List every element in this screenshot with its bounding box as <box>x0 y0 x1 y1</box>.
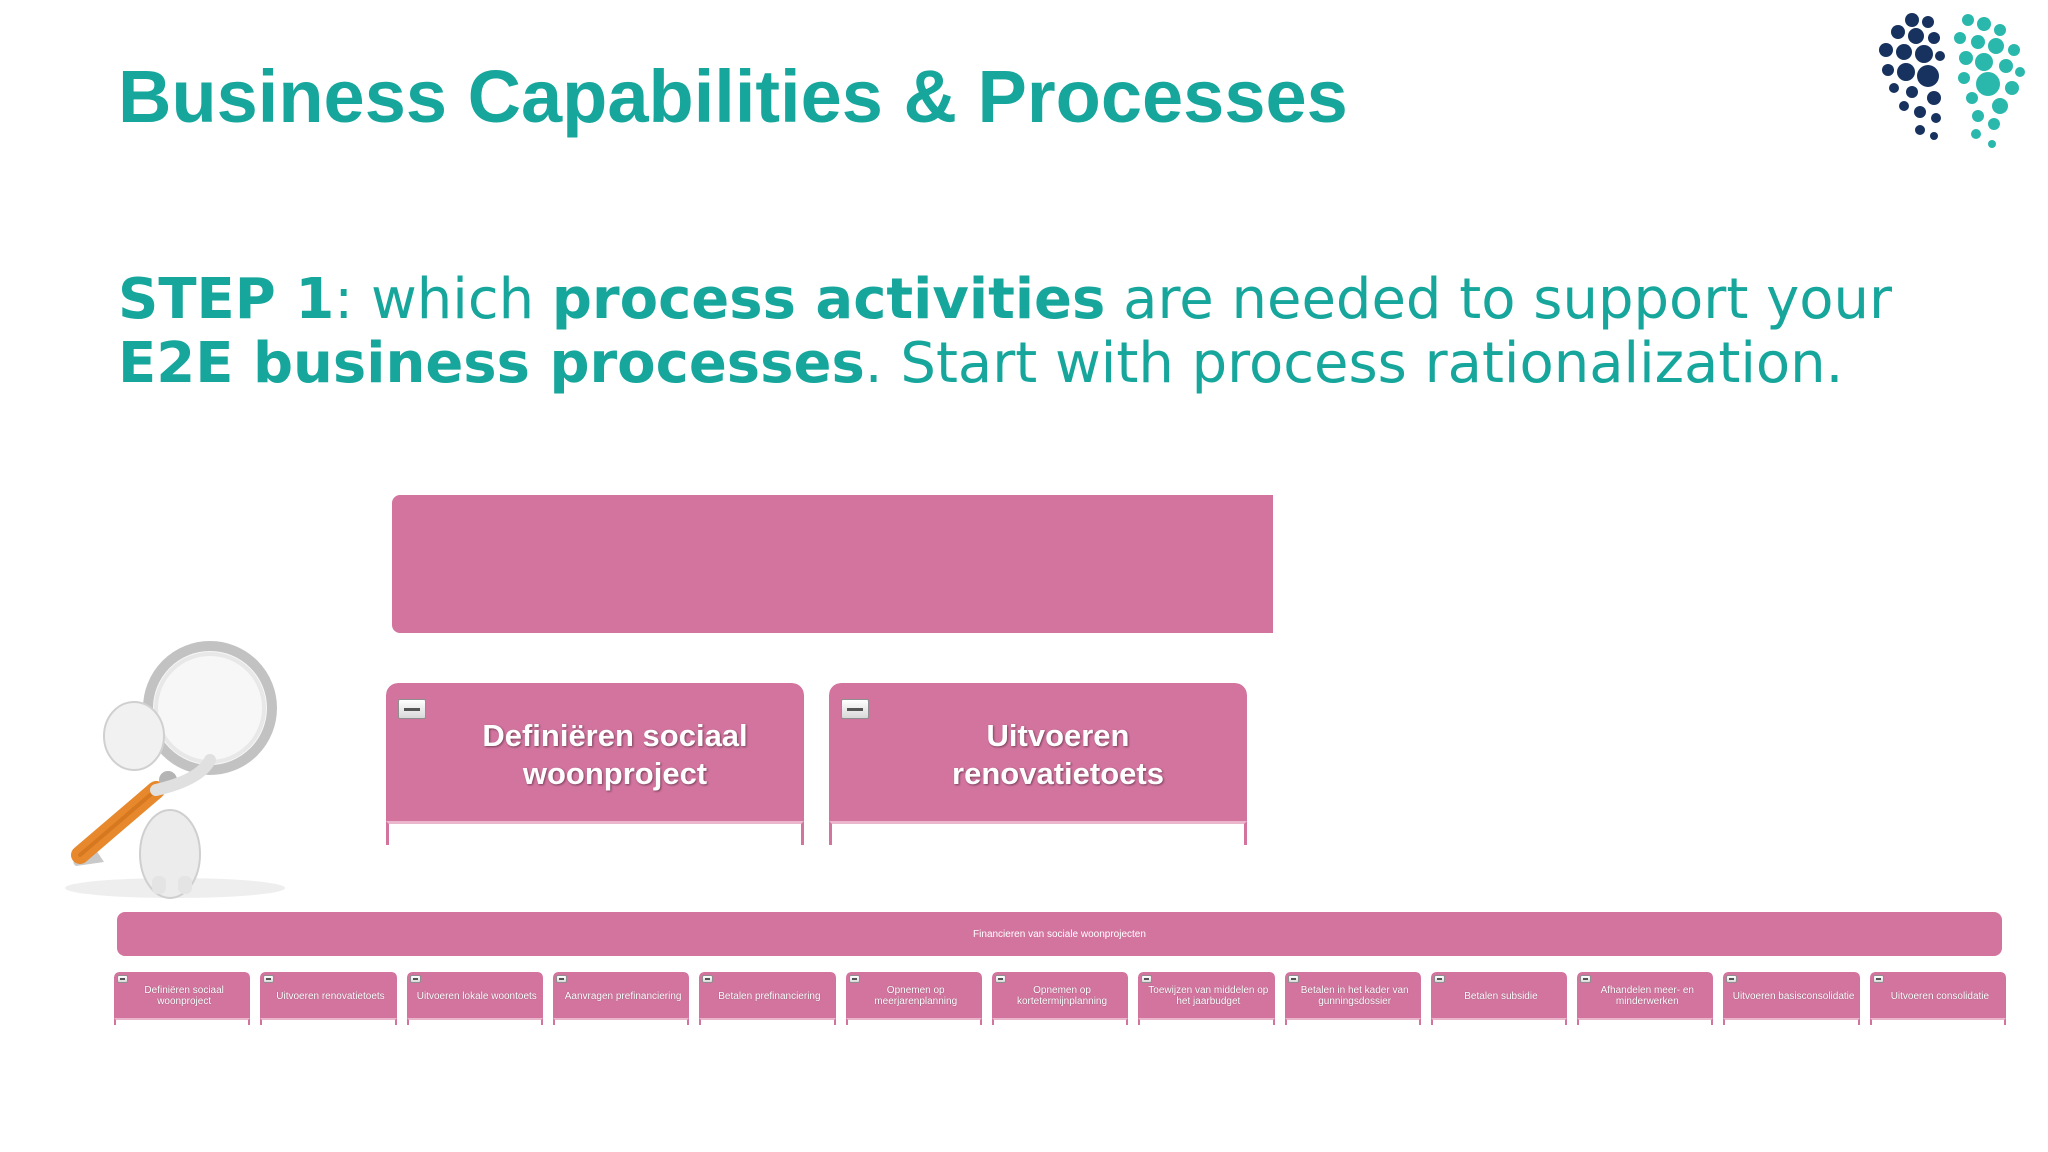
activity-label: Betalen prefinanciering <box>718 990 821 1002</box>
zoom-card-label: Uitvoeren renovatietoets <box>952 718 1164 791</box>
card-bottom <box>406 1018 543 1025</box>
activity-label: Aanvragen prefinanciering <box>564 990 682 1002</box>
activity-label: Betalen subsidie <box>1464 990 1538 1002</box>
card-band <box>406 972 543 1018</box>
activity-label: Uitvoeren basisconsolidatie <box>1732 990 1855 1002</box>
activity-label: Definiëren sociaal woonproject <box>144 985 224 1007</box>
card-bottom <box>1138 1018 1275 1025</box>
collapse-icon[interactable] <box>263 975 275 983</box>
activity-label: Afhandelen meer- en minderwerken <box>1600 985 1694 1007</box>
card-bottom <box>114 1018 251 1025</box>
card-bottom <box>260 1018 397 1025</box>
activity-label: Uitvoeren consolidatie <box>1890 990 1990 1002</box>
step-line-1: STEP 1: which process activities are nee… <box>118 268 1892 332</box>
activity-card[interactable]: Uitvoeren basisconsolidatie <box>1723 972 1860 1025</box>
zoom-card-renovatietoets: Uitvoeren renovatietoets <box>829 683 1247 845</box>
parent-process-label: Financieren van sociale woonprojecten <box>973 928 1146 940</box>
card-bottom <box>386 821 804 845</box>
step-line-2: E2E business processes. Start with proce… <box>118 332 1892 396</box>
slide-title: Business Capabilities & Processes <box>118 55 1348 138</box>
activity-card[interactable]: Betalen subsidie <box>1430 972 1568 1025</box>
step-1-text: STEP 1: which process activities are nee… <box>118 268 1892 396</box>
step-bold-1: process activities <box>551 267 1106 332</box>
card-bottom <box>699 1018 836 1025</box>
step-bold-2: E2E business processes <box>118 331 865 396</box>
collapse-icon[interactable] <box>848 975 860 983</box>
step-text-3: . Start with process rationalization. <box>864 331 1844 396</box>
activity-card[interactable]: Opnemen op meerjarenplanning <box>845 972 982 1025</box>
collapse-icon[interactable] <box>1433 975 1445 983</box>
card-band <box>845 972 982 1018</box>
card-band <box>991 972 1129 1018</box>
collapse-icon[interactable] <box>409 975 421 983</box>
activity-card[interactable]: Uitvoeren renovatietoets <box>260 972 397 1025</box>
card-band <box>260 972 397 1018</box>
activity-card[interactable]: Definiëren sociaal woonproject <box>114 972 251 1025</box>
collapse-icon[interactable] <box>1287 975 1299 983</box>
activity-label: Opnemen op kortetermijnplanning <box>1017 985 1108 1007</box>
activity-label: Toewijzen van middelen op het jaarbudget <box>1148 985 1269 1007</box>
card-bottom <box>1869 1018 2007 1025</box>
card-bottom <box>1430 1018 1568 1025</box>
card-band <box>1723 972 1860 1018</box>
parent-process-bar: Financieren van sociale woonprojecten <box>117 912 2002 956</box>
collapse-icon[interactable] <box>555 975 567 983</box>
card-bottom <box>1577 1018 1714 1025</box>
logo-icon <box>1879 13 2025 148</box>
collapse-icon[interactable] <box>841 699 869 719</box>
card-band <box>699 972 836 1018</box>
collapse-icon[interactable] <box>117 975 128 983</box>
activity-card[interactable]: Betalen in het kader van gunningsdossier <box>1284 972 1421 1025</box>
activity-label: Uitvoeren renovatietoets <box>276 990 385 1002</box>
card-band <box>1284 972 1421 1018</box>
card-band <box>1577 972 1714 1018</box>
card-bottom <box>1723 1018 1860 1025</box>
zoom-card-definieren: Definiëren sociaal woonproject <box>386 683 804 845</box>
card-bottom <box>991 1018 1129 1025</box>
collapse-icon[interactable] <box>1580 975 1592 983</box>
activity-row: Definiëren sociaal woonproject Uitvoeren … <box>114 972 2007 1025</box>
collapse-icon[interactable] <box>398 699 426 719</box>
activity-card[interactable]: Afhandelen meer- en minderwerken <box>1577 972 1714 1025</box>
activity-label: Uitvoeren lokale woontoets <box>416 990 537 1002</box>
card-band <box>829 683 1247 821</box>
card-bottom <box>829 821 1247 845</box>
card-bottom <box>845 1018 982 1025</box>
step-text-2: are needed to support your <box>1105 267 1892 332</box>
activity-card[interactable]: Betalen prefinanciering <box>699 972 836 1025</box>
card-bottom <box>1284 1018 1421 1025</box>
card-band <box>552 972 690 1018</box>
activity-card[interactable]: Toewijzen van middelen op het jaarbudget <box>1138 972 1275 1025</box>
magnifier-figure-icon <box>65 641 285 899</box>
step-label: STEP 1 <box>118 267 335 332</box>
card-band <box>1138 972 1275 1018</box>
collapse-icon[interactable] <box>1141 975 1153 983</box>
activity-card[interactable]: Aanvragen prefinanciering <box>552 972 690 1025</box>
zoom-card-label: Definiëren sociaal woonproject <box>482 718 748 791</box>
activity-card[interactable]: Opnemen op kortetermijnplanning <box>991 972 1129 1025</box>
card-band <box>1430 972 1568 1018</box>
step-text-1: : which <box>334 267 552 332</box>
card-band <box>1869 972 2007 1018</box>
card-band <box>114 972 251 1018</box>
activity-label: Betalen in het kader van gunningsdossier <box>1300 985 1409 1007</box>
collapse-icon[interactable] <box>1726 975 1738 983</box>
activity-card[interactable]: Uitvoeren lokale woontoets <box>406 972 543 1025</box>
card-band <box>386 683 804 821</box>
collapse-icon[interactable] <box>702 975 714 983</box>
activity-label: Opnemen op meerjarenplanning <box>874 985 958 1007</box>
collapse-icon[interactable] <box>1872 975 1884 983</box>
activity-card[interactable]: Uitvoeren consolidatie <box>1869 972 2007 1025</box>
card-bottom <box>552 1018 690 1025</box>
zoomed-parent-process-box <box>392 495 1273 633</box>
collapse-icon[interactable] <box>994 975 1006 983</box>
